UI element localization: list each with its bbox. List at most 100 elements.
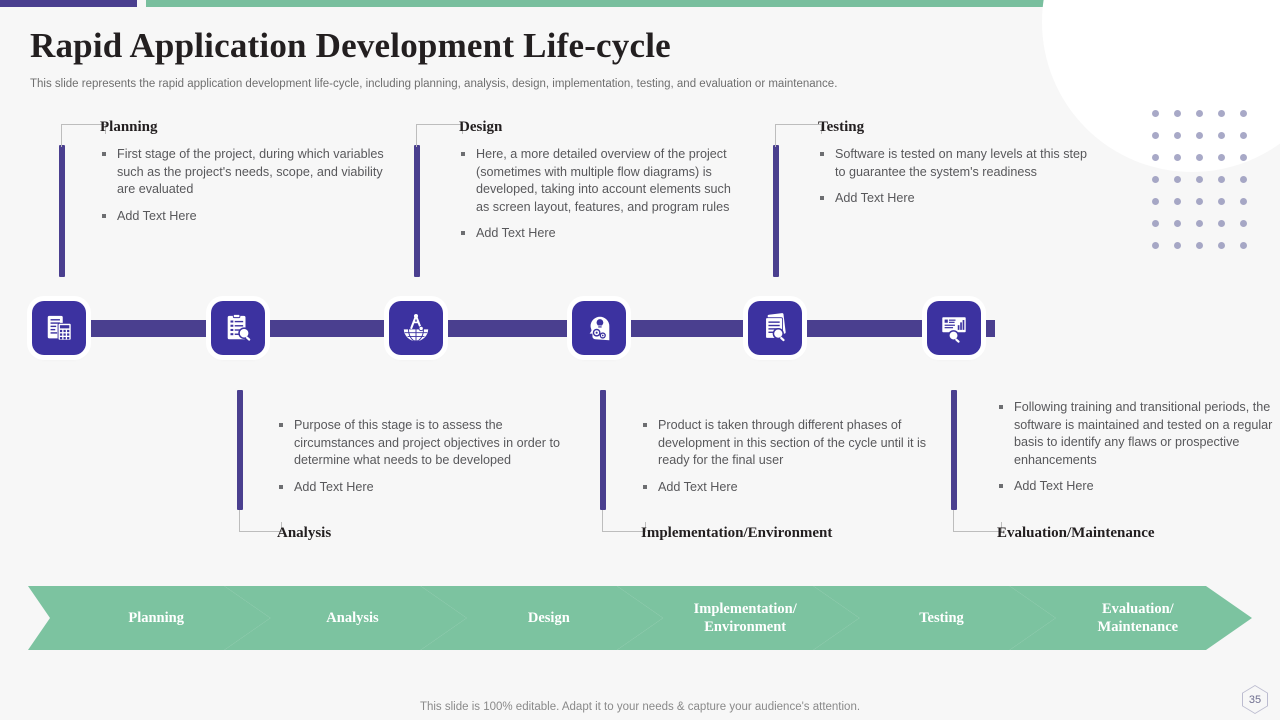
process-chevron-1[interactable]: Planning [28, 568, 270, 668]
callout-leader-vertical [416, 124, 417, 147]
callout-leader-cap [462, 124, 463, 134]
callout-accent-bar [600, 390, 606, 510]
decorative-dot [1174, 220, 1181, 227]
decorative-dot [1218, 110, 1225, 117]
timeline-node-3[interactable] [389, 301, 443, 355]
top-accent-purple-segment [0, 0, 137, 7]
callout-heading: Analysis [277, 525, 332, 541]
decorative-dot [1152, 110, 1159, 117]
callout-bullet-list: Software is tested on many levels at thi… [818, 146, 1098, 208]
presentation-magnifier-icon [939, 313, 969, 343]
callout-leader-cap [105, 124, 106, 134]
document-calculator-icon [44, 313, 74, 343]
decorative-dot [1174, 154, 1181, 161]
callout-heading: Design [459, 119, 503, 135]
decorative-dot [1240, 176, 1247, 183]
decorative-dot [1240, 110, 1247, 117]
decorative-dot [1240, 198, 1247, 205]
decorative-dot [1152, 176, 1159, 183]
callout-leader-horizontal [953, 531, 1001, 532]
callout-leader-horizontal [61, 124, 105, 125]
callout-bullet-item: Add Text Here [277, 479, 567, 497]
callout-bullet-item: Product is taken through different phase… [641, 417, 931, 470]
decorative-dot [1196, 176, 1203, 183]
callout-accent-bar [59, 145, 65, 277]
decorative-dot [1174, 242, 1181, 249]
callout-leader-cap [821, 124, 822, 134]
callout-body: Following training and transitional peri… [997, 399, 1280, 505]
callout-bullet-item: Add Text Here [818, 190, 1098, 208]
decorative-dot [1196, 132, 1203, 139]
callout-heading: Implementation/Environment [641, 525, 833, 541]
callout-leader-horizontal [239, 531, 281, 532]
callout-bullet-item: Add Text Here [100, 208, 390, 226]
decorative-dot [1196, 154, 1203, 161]
decorative-dot [1196, 198, 1203, 205]
decorative-dot [1152, 198, 1159, 205]
callout-bullet-item: Add Text Here [997, 478, 1280, 496]
decorative-dot [1174, 110, 1181, 117]
callout-leader-vertical [953, 510, 954, 531]
callout-body: Software is tested on many levels at thi… [818, 146, 1098, 217]
timeline-track [60, 320, 995, 337]
decorative-dot [1174, 198, 1181, 205]
callout-bullet-item: First stage of the project, during which… [100, 146, 390, 199]
top-accent-green-segment [146, 0, 1280, 7]
process-chevron-label: Evaluation/Maintenance [1092, 600, 1185, 636]
callout-body: Here, a more detailed overview of the pr… [459, 146, 739, 252]
timeline-node-2[interactable] [211, 301, 265, 355]
process-chevron-label: Testing [919, 610, 964, 626]
callout-accent-bar [951, 390, 957, 510]
callout-accent-bar [414, 145, 420, 277]
callout-leader-cap [1001, 522, 1002, 532]
decorative-dot [1174, 176, 1181, 183]
decorative-dot [1218, 154, 1225, 161]
top-accent-bar [0, 0, 1280, 7]
head-gear-bulb-icon [584, 313, 614, 343]
process-chevron-label-line2: Environment [704, 619, 787, 635]
callout-bullet-item: Purpose of this stage is to assess the c… [277, 417, 567, 470]
decorative-dot [1218, 220, 1225, 227]
timeline-node-4[interactable] [572, 301, 626, 355]
decorative-dot [1218, 132, 1225, 139]
process-chevron-label: Analysis [326, 610, 379, 626]
callout-bullet-item: Add Text Here [641, 479, 931, 497]
documents-magnifier-icon [760, 313, 790, 343]
page-subtitle: This slide represents the rapid applicat… [30, 78, 838, 90]
decorative-dot [1218, 242, 1225, 249]
timeline-node-5[interactable] [748, 301, 802, 355]
process-chevron-label: Implementation/Environment [688, 600, 803, 636]
callout-heading: Testing [818, 119, 865, 135]
page-number-badge: 35 [1242, 685, 1268, 714]
callout-leader-horizontal [775, 124, 821, 125]
decorative-dot [1152, 132, 1159, 139]
decorative-dot [1152, 242, 1159, 249]
callout-leader-cap [281, 522, 282, 532]
decorative-dot [1196, 110, 1203, 117]
decorative-dot [1240, 154, 1247, 161]
decorative-dot [1174, 132, 1181, 139]
callout-bullet-item: Here, a more detailed overview of the pr… [459, 146, 739, 216]
callout-bullet-list: Following training and transitional peri… [997, 399, 1280, 496]
footer-note: This slide is 100% editable. Adapt it to… [419, 701, 861, 713]
callout-leader-vertical [61, 124, 62, 147]
callout-body: Product is taken through different phase… [641, 417, 931, 505]
timeline-node-6[interactable] [927, 301, 981, 355]
decorative-dot [1196, 220, 1203, 227]
clipboard-magnifier-icon [223, 313, 253, 343]
decorative-dot [1152, 220, 1159, 227]
process-chevron-label: Planning [128, 610, 184, 626]
decorative-dot-grid [1152, 110, 1252, 260]
decorative-dot [1218, 176, 1225, 183]
callout-bullet-list: First stage of the project, during which… [100, 146, 390, 225]
callout-bullet-item: Add Text Here [459, 225, 739, 243]
decorative-dot [1152, 154, 1159, 161]
decorative-dot [1240, 242, 1247, 249]
callout-bullet-list: Purpose of this stage is to assess the c… [277, 417, 567, 496]
callout-heading: Evaluation/Maintenance [997, 525, 1155, 541]
decorative-dot [1196, 242, 1203, 249]
timeline-node-1[interactable] [32, 301, 86, 355]
callout-body: First stage of the project, during which… [100, 146, 390, 234]
callout-accent-bar [773, 145, 779, 277]
